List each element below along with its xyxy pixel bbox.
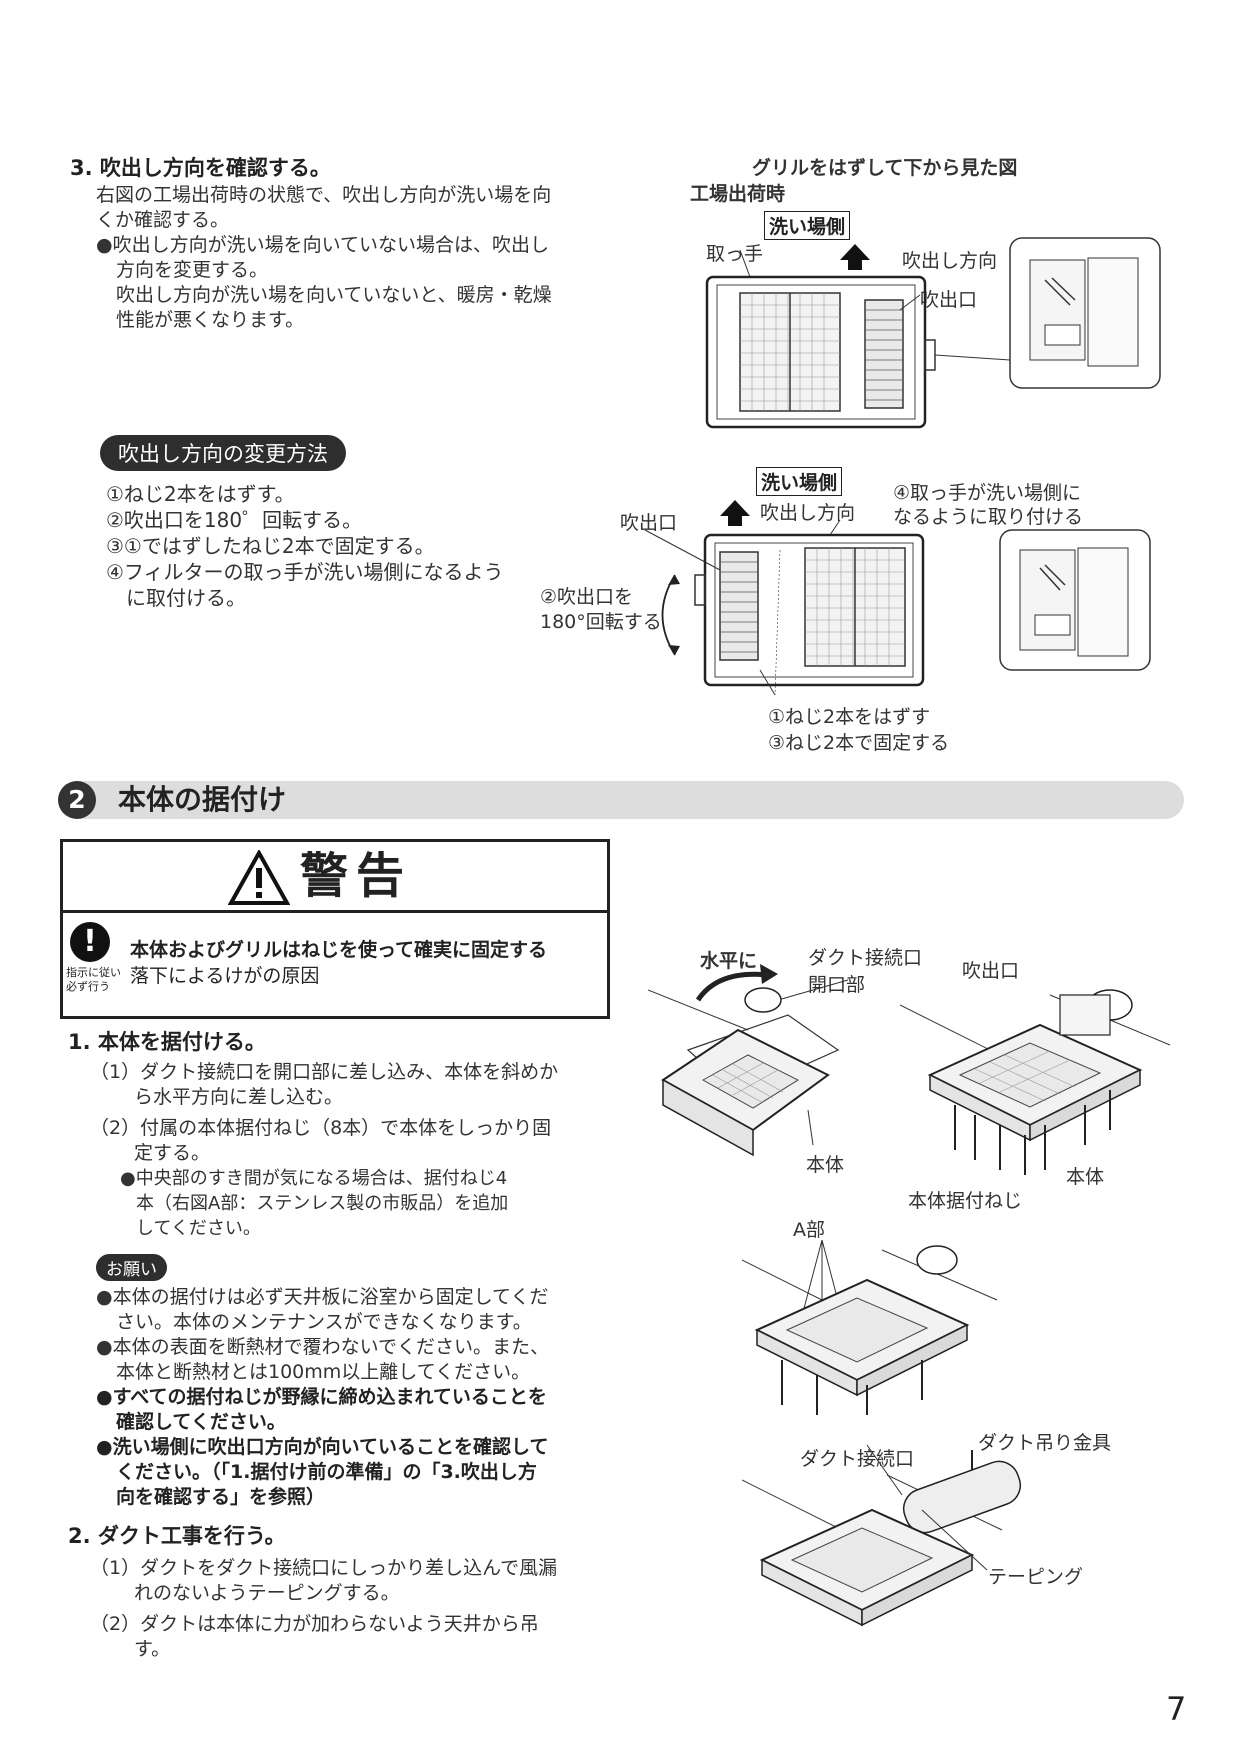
fig-top-handle-label: 取っ手: [706, 243, 764, 265]
fig-top-direction-arrow: [840, 244, 870, 270]
request-bullet2-line1: ●本体の表面を断熱材で覆わないでください。また、: [96, 1336, 550, 1358]
warning-triangle-icon: [228, 850, 290, 905]
duct-pipe: [902, 1460, 1022, 1534]
request-bullet4-line1: ●洗い場側に吹出口方向が向いていることを確認して: [96, 1436, 549, 1458]
duct-step1-line1: （1）ダクトをダクト接続口にしっかり差し込んで風漏: [90, 1557, 558, 1579]
duct-step2-line2: す。: [134, 1638, 171, 1660]
fig-install-part-a: A部: [793, 1219, 825, 1241]
warning-icon-label-1: 指示に従い: [66, 966, 121, 979]
install-step2-line2: 定する。: [134, 1142, 211, 1164]
install-step2-note-line3: してください。: [136, 1218, 261, 1239]
install-step2-note-line1: ●中央部のすき間が気になる場合は、据付ねじ4: [120, 1168, 508, 1189]
step3-intro-line1: 右図の工場出荷時の状態で、吹出し方向が洗い場を向: [96, 184, 552, 206]
step3-intro-line2: くか確認する。: [96, 209, 230, 231]
fig-mid-outlet-label: 吹出口: [620, 512, 678, 534]
fig-top-direction-label: 吹出し方向: [902, 250, 998, 272]
fig-install-hanger: ダクト吊り金具: [978, 1432, 1112, 1454]
step3-bullet1-line1: ●吹出し方向が洗い場を向いていない場合は、吹出し: [96, 234, 550, 256]
fig-top-unit-diagram: [705, 237, 1161, 429]
step3-heading: 3. 吹出し方向を確認する。: [70, 156, 331, 180]
fig-install-part-a-diagram: [742, 1240, 998, 1415]
warning-sub-text: 落下によるけがの原因: [130, 965, 320, 987]
request-bullet3-line2: 確認してください。: [116, 1411, 286, 1433]
fig-top-outlet: [864, 299, 904, 409]
warning-icon-label-2: 必ず行う: [66, 980, 110, 993]
step3-bullet1-line2: 方向を変更する。: [116, 259, 269, 281]
fig-install-duct-port-2: ダクト接続口: [800, 1448, 915, 1470]
duct-step1-line2: れのないようテーピングする。: [134, 1582, 400, 1604]
change-step-1: ①ねじ2本をはずす。: [106, 482, 295, 506]
fig-mid-direction-label: 吹出し方向: [760, 502, 856, 524]
request-title: お願い: [96, 1254, 167, 1281]
fig-mid-wash-side: 洗い場側: [756, 467, 843, 496]
fig-install-insert-diagram: [648, 964, 849, 1157]
section2-bar: [58, 781, 1184, 819]
change-step-3: ③①ではずしたねじ2本で固定する。: [106, 534, 435, 558]
fig-install-body-left: 本体: [806, 1154, 845, 1176]
duct-heading: 2. ダクト工事を行う。: [68, 1524, 286, 1548]
step3-bullet2-line2: 性能が悪くなります。: [116, 309, 305, 331]
fig-install-taping: テーピング: [988, 1566, 1084, 1588]
fig-top-state: 工場出荷時: [690, 183, 786, 205]
fig-mid-unit-body: [703, 533, 925, 687]
change-method-title: 吹出し方向の変更方法: [100, 435, 346, 471]
fig-mid-note4-line2: なるように取り付ける: [893, 506, 1084, 528]
exclamation-icon: !: [70, 922, 110, 962]
install-step2-note-line2: 本（右図A部：ステンレス製の市販品）を追加: [136, 1193, 509, 1214]
fig-install-outlet: 吹出口: [962, 960, 1020, 982]
fig-install-duct-diagram: [742, 1444, 1022, 1627]
request-bullet1-line2: さい。本体のメンテナンスができなくなります。: [116, 1311, 532, 1333]
fig-mid-direction-arrow: [720, 500, 750, 526]
request-bullet1-line1: ●本体の据付けは必ず天井板に浴室から固定してくだ: [96, 1286, 549, 1308]
request-bullet4-line2: ください。（「1.据付け前の準備」の「3.吹出し方: [116, 1461, 537, 1483]
warning-box: [60, 839, 610, 1019]
install-step1-line2: ら水平方向に差し込む。: [134, 1086, 344, 1108]
fig-top-wash-side: 洗い場側: [764, 211, 851, 240]
fig-top-outlet-label: 吹出口: [920, 289, 978, 311]
step3-bullet2-line1: 吹出し方向が洗い場を向いていないと、暖房・乾燥: [116, 284, 552, 306]
warning-main-text: 本体およびグリルはねじを使って確実に固定する: [130, 939, 548, 961]
fig-mid-outlet: [719, 551, 759, 661]
warning-title: 警告: [300, 848, 413, 904]
fig-install-horizontal: 水平に: [700, 950, 758, 972]
page-number: 7: [1166, 1690, 1187, 1728]
fig-install-screws: 本体据付ねじ: [908, 1190, 1023, 1212]
install-heading: 1. 本体を据付ける。: [68, 1030, 266, 1054]
fig-install-opening: 開口部: [808, 974, 866, 996]
section2-number: 2: [58, 781, 96, 819]
install-step1-line1: （1）ダクト接続口を開口部に差し込み、本体を斜めか: [90, 1061, 559, 1083]
warning-divider: [60, 910, 610, 913]
request-bullet4-line3: 向を確認する」を参照）: [116, 1486, 326, 1508]
fig-mid-unit-diagram: [644, 500, 1151, 696]
change-step-4-line1: ④フィルターの取っ手が洗い場側になるよう: [106, 560, 504, 584]
request-bullet2-line2: 本体と断熱材とは100mm以上離してください。: [116, 1361, 531, 1383]
fig-mid-rotate-line1: ②吹出口を: [540, 586, 634, 608]
change-step-2: ②吹出口を180゜回転する。: [106, 508, 363, 532]
section2-title: 本体の据付け: [118, 783, 287, 816]
fig-top-caption: グリルをはずして下から見た図: [752, 157, 1018, 179]
fig-mid-screw-note1: ①ねじ2本をはずす: [768, 706, 931, 728]
fig-mid-note4-line1: ④取っ手が洗い場側に: [893, 482, 1082, 504]
install-step2-line1: （2）付属の本体据付ねじ（8本）で本体をしっかり固: [90, 1117, 552, 1139]
duct-step2-line1: （2）ダクトは本体に力が加わらないよう天井から吊: [90, 1613, 539, 1635]
fig-install-body-right: 本体: [1066, 1166, 1105, 1188]
fig-install-duct-port: ダクト接続口: [808, 947, 923, 969]
fig-install-screw-diagram: [900, 989, 1171, 1175]
change-step-4-line2: に取付ける。: [126, 586, 246, 610]
request-bullet3-line1: ●すべての据付ねじが野縁に締め込まれていることを: [96, 1386, 547, 1408]
fig-mid-screw-note3: ③ねじ2本で固定する: [768, 732, 950, 754]
fig-mid-rotate-line2: 180°回転する: [540, 611, 662, 633]
